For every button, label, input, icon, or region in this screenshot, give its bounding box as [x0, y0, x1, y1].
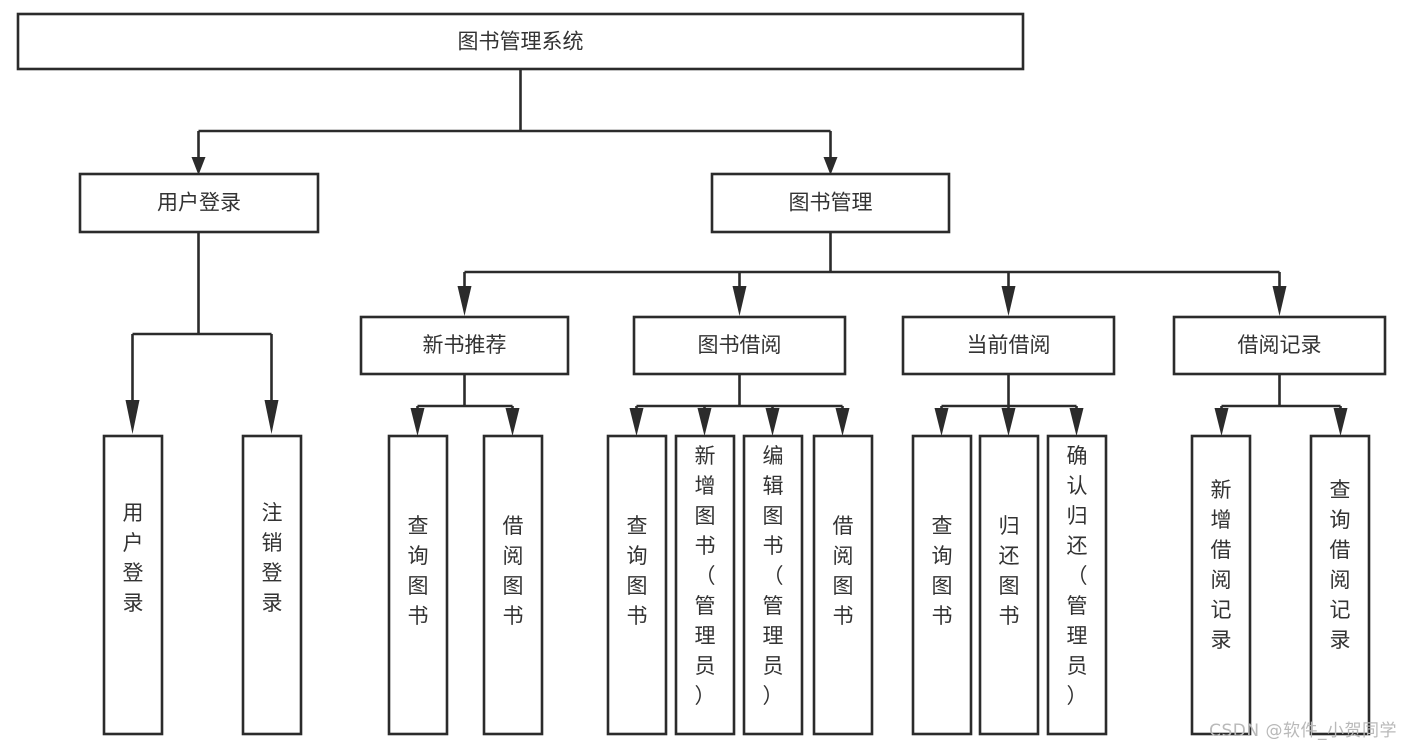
node-leaf-logout-login[interactable]: 注销登录: [241, 434, 303, 736]
node-current-borrow-label: 当前借阅: [967, 333, 1051, 357]
node-leaf-user-login-label: 用户登录: [123, 501, 144, 615]
arrow-bb-leaf-2: [697, 408, 712, 436]
node-leaf-return-book[interactable]: 归还图书: [978, 434, 1040, 736]
node-leaf-confirm-return[interactable]: 确认归还（管理员）: [1046, 434, 1108, 736]
node-book-management[interactable]: 图书管理: [710, 172, 951, 234]
arrow-cb-leaf-2: [1001, 408, 1016, 436]
node-user-login-label: 用户登录: [157, 191, 241, 215]
arrow-root-to-user-login: [191, 157, 206, 175]
csdn-watermark: CSDN @软件_小贺同学: [1209, 721, 1397, 741]
node-leaf-add-record[interactable]: 新增借阅记录: [1190, 434, 1252, 736]
arrow-user-login-leaf-1: [125, 400, 140, 434]
node-new-book-recommend-label: 新书推荐: [423, 333, 507, 357]
arrow-cb-leaf-3: [1069, 408, 1084, 436]
node-leaf-query-book-3[interactable]: 查询图书: [911, 434, 973, 736]
node-book-borrow[interactable]: 图书借阅: [632, 315, 847, 376]
node-current-borrow[interactable]: 当前借阅: [901, 315, 1116, 376]
arrow-br-leaf-1: [1214, 408, 1229, 436]
arrow-nbr-leaf-1: [410, 408, 425, 436]
node-new-book-recommend[interactable]: 新书推荐: [359, 315, 570, 376]
arrow-root-to-book-management: [823, 157, 838, 175]
node-root[interactable]: 图书管理系统: [16, 12, 1025, 71]
node-leaf-borrow-book-1-label: 借阅图书: [503, 514, 524, 628]
node-leaf-query-book-2[interactable]: 查询图书: [606, 434, 668, 736]
node-leaf-user-login[interactable]: 用户登录: [102, 434, 164, 736]
node-leaf-query-book-1[interactable]: 查询图书: [387, 434, 449, 736]
node-leaf-logout-login-label: 注销登录: [262, 501, 283, 615]
node-leaf-query-book-3-label: 查询图书: [932, 514, 953, 628]
connector-layer: [125, 69, 1348, 436]
arrow-nbr-leaf-2: [505, 408, 520, 436]
node-borrow-record-label: 借阅记录: [1238, 333, 1322, 357]
arrow-bb-leaf-3: [765, 408, 780, 436]
node-leaf-query-book-1-label: 查询图书: [408, 514, 429, 628]
arrow-bb-leaf-4: [835, 408, 850, 436]
arrow-bm-to-new-book-recommend: [457, 286, 472, 316]
arrow-cb-leaf-1: [934, 408, 949, 436]
node-leaf-add-record-label: 新增借阅记录: [1211, 478, 1232, 652]
node-user-login[interactable]: 用户登录: [78, 172, 320, 234]
node-leaf-confirm-return-label: 确认归还（管理员）: [1067, 444, 1088, 708]
arrow-user-login-leaf-2: [264, 400, 279, 434]
node-book-borrow-label: 图书借阅: [698, 333, 782, 357]
node-leaf-query-book-2-label: 查询图书: [627, 514, 648, 628]
node-leaf-borrow-book-2[interactable]: 借阅图书: [812, 434, 874, 736]
node-root-label: 图书管理系统: [458, 30, 584, 54]
node-leaf-edit-book[interactable]: 编辑图书（管理员）: [742, 434, 804, 736]
node-leaf-add-book[interactable]: 新增图书（管理员）: [674, 434, 736, 736]
arrow-bm-to-book-borrow: [732, 286, 747, 316]
node-leaf-borrow-book-2-label: 借阅图书: [833, 514, 854, 628]
node-leaf-return-book-label: 归还图书: [999, 514, 1020, 628]
arrow-bm-to-current-borrow: [1001, 286, 1016, 316]
arrow-br-leaf-2: [1333, 408, 1348, 436]
node-book-management-label: 图书管理: [789, 191, 873, 215]
node-leaf-query-record[interactable]: 查询借阅记录: [1309, 434, 1371, 736]
arrow-bb-leaf-1: [629, 408, 644, 436]
node-leaf-borrow-book-1[interactable]: 借阅图书: [482, 434, 544, 736]
node-leaf-add-book-label: 新增图书（管理员）: [695, 444, 716, 708]
node-borrow-record[interactable]: 借阅记录: [1172, 315, 1387, 376]
node-leaf-query-record-label: 查询借阅记录: [1330, 478, 1351, 652]
node-leaf-edit-book-label: 编辑图书（管理员）: [763, 444, 784, 708]
arrow-bm-to-borrow-record: [1272, 286, 1287, 316]
